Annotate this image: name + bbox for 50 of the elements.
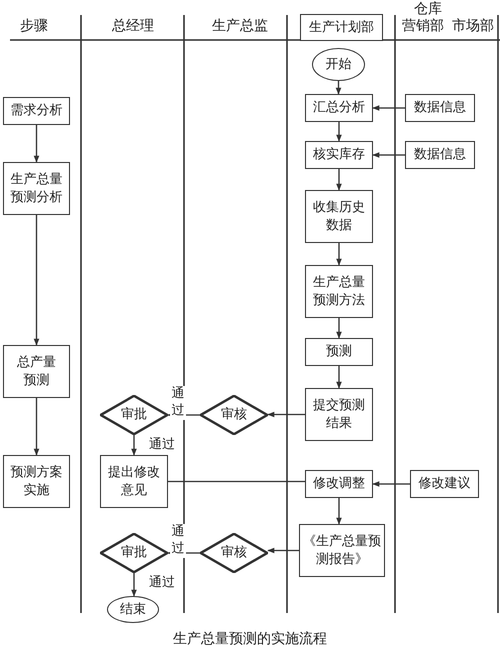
arrow [372,105,405,111]
process-box: 数据信息 [405,94,475,122]
arrow [336,498,342,525]
column-heading: 市场部 [452,17,494,35]
edge-label: 通过 [170,524,186,558]
header-box: 生产计划部 [300,14,383,41]
arrow [336,122,342,142]
column-heading: 总经理 [112,17,154,35]
edge-label: 通过 [170,386,186,420]
caption: 生产总量预测的实施流程 [172,630,328,648]
decision-diamond: 审批 [100,395,168,435]
process-box: 核实库存 [305,141,373,169]
arrow [131,435,137,456]
process-box: 数据信息 [405,141,475,169]
arrow [131,573,137,597]
arrow [34,398,40,456]
column-heading: 生产总监 [212,17,268,35]
arrow [372,152,405,158]
arrow [336,169,342,191]
process-box: 提出修改意见 [100,455,168,508]
process-box: 预测 [305,338,373,366]
process-box: 修改建议 [410,470,479,498]
arrow [34,215,40,346]
arrow [267,412,305,418]
connector-line [168,480,305,482]
arrow [336,81,342,95]
process-box: 需求分析 [3,97,70,125]
process-box: 生产总量预测分析 [3,162,70,215]
process-box: 汇总分析 [305,94,373,122]
arrow [267,548,299,554]
column-heading: 步骤 [20,17,48,35]
decision-diamond: 审批 [100,533,168,573]
arrow [336,318,342,339]
process-box: 提交预测结果 [305,388,373,441]
terminal-oval: 结束 [107,596,159,623]
process-box: 生产总量预测方法 [305,265,373,318]
process-box: 收集历史数据 [305,190,373,243]
arrow [34,125,40,163]
terminal-oval: 开始 [312,48,365,81]
process-box: 《生产总量预测报告》 [299,524,385,577]
process-box: 预测方案实施 [3,455,70,508]
column-heading: 营销部 [402,17,444,35]
decision-diamond: 审核 [200,395,268,435]
arrow [336,366,342,389]
decision-diamond: 审核 [200,533,268,573]
column-heading: 仓库 [414,0,442,18]
arrow [372,481,410,487]
process-box: 修改调整 [305,470,373,498]
arrow [336,243,342,266]
process-box: 总产量预测 [3,345,70,398]
